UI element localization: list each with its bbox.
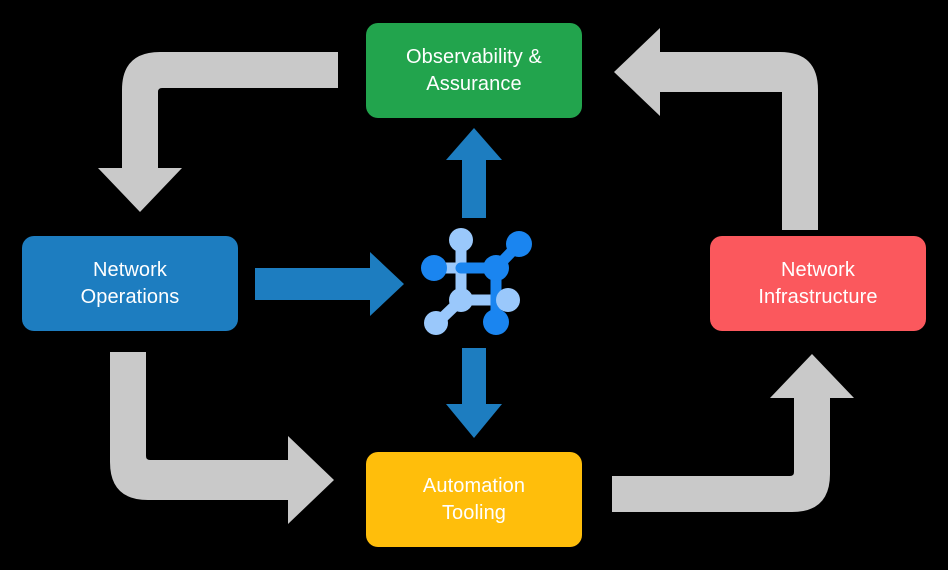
node-observability-assurance[interactable]: Observability & Assurance — [366, 23, 582, 118]
arrow-center-to-observability — [446, 128, 502, 218]
node-network-infrastructure[interactable]: Network Infrastructure — [710, 236, 926, 331]
network-topology-icon — [421, 228, 532, 335]
arrow-operations-to-automation — [110, 352, 334, 524]
arrow-observability-to-operations — [98, 52, 338, 212]
arrow-infrastructure-to-observability — [614, 28, 818, 230]
arrow-center-to-automation — [446, 348, 502, 438]
arrow-operations-to-center — [255, 252, 404, 316]
node-automation-tooling[interactable]: Automation Tooling — [366, 452, 582, 547]
node-network-operations[interactable]: Network Operations — [22, 236, 238, 331]
arrow-automation-to-infrastructure — [612, 354, 854, 512]
